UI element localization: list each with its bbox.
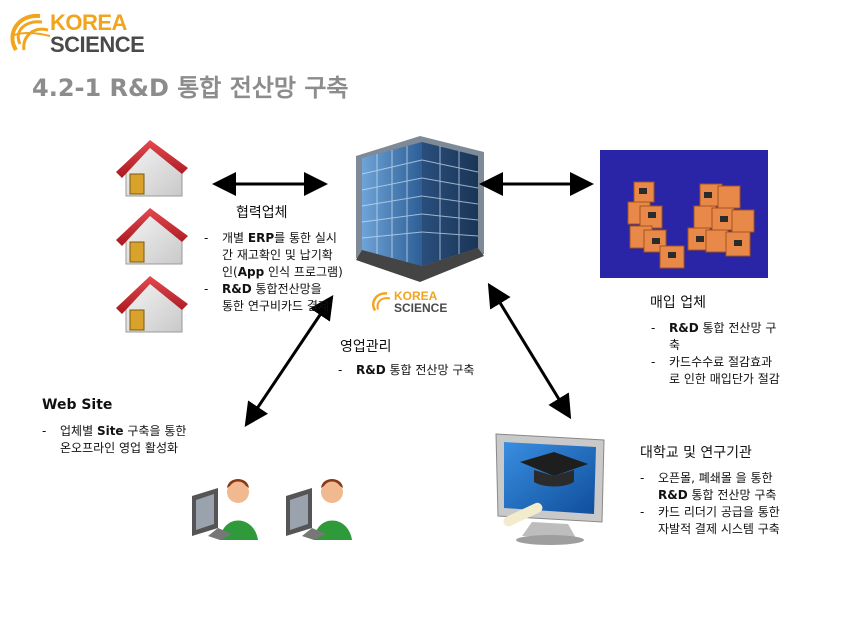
web-users xyxy=(192,479,352,540)
page-title: 4.2-1 R&D 통합 전산망 구축 xyxy=(32,74,349,102)
sales-label: 영업관리 xyxy=(340,339,392,355)
website-label: Web Site xyxy=(42,397,113,413)
boxes-icon xyxy=(627,181,755,269)
sales-bullet-1: - R&D 통합 전산망 구축 xyxy=(338,363,475,377)
center-logo-korea: KOREA xyxy=(394,289,438,303)
korea-science-logo: KOREA SCIENCE xyxy=(10,8,185,60)
user-computer-icon xyxy=(192,479,258,540)
partners-bullet-2: - R&D 통합전산망을 통한 연구비카드 결제 xyxy=(204,282,329,313)
partners-bullet-1: - 개별 ERP를 통한 실시 간 재고확인 및 납기확 인(App 인식 프로… xyxy=(204,231,343,279)
house-icon xyxy=(116,140,188,197)
graduation-monitor-icon xyxy=(495,433,605,545)
logo-text-science: SCIENCE xyxy=(50,32,145,57)
purchase-bullet-1: - R&D 통합 전산망 구 축 xyxy=(651,321,777,352)
house-icon xyxy=(116,208,188,265)
purchase-label: 매입 업체 xyxy=(650,295,706,311)
center-logo-science: SCIENCE xyxy=(394,301,448,315)
globe-logo-icon xyxy=(372,292,391,312)
partner-houses xyxy=(116,140,188,333)
arrow-hq-university xyxy=(487,282,572,420)
logo-text-korea: KOREA xyxy=(50,10,127,35)
website-bullet-1: - 업체별 Site 구축을 통한 온오프라인 영업 활성화 xyxy=(42,424,187,455)
globe-logo-icon xyxy=(10,13,51,52)
partners-label: 협력업체 xyxy=(236,205,288,221)
house-icon xyxy=(116,276,188,333)
center-logo: KOREA SCIENCE xyxy=(370,288,470,318)
university-bullet-2: - 카드 리더기 공급을 통한 자발적 결제 시스템 구축 xyxy=(640,505,780,536)
building-icon xyxy=(356,136,484,282)
arrow-hq-website xyxy=(244,295,334,427)
university-label: 대학교 및 연구기관 xyxy=(640,445,752,461)
purchase-bullet-2: - 카드수수료 절감효과 로 인한 매입단가 절감 xyxy=(651,355,780,386)
user-computer-icon xyxy=(286,479,352,540)
university-bullet-1: - 오픈몰, 폐쇄몰 을 통한 R&D 통합 전산망 구축 xyxy=(640,471,777,502)
